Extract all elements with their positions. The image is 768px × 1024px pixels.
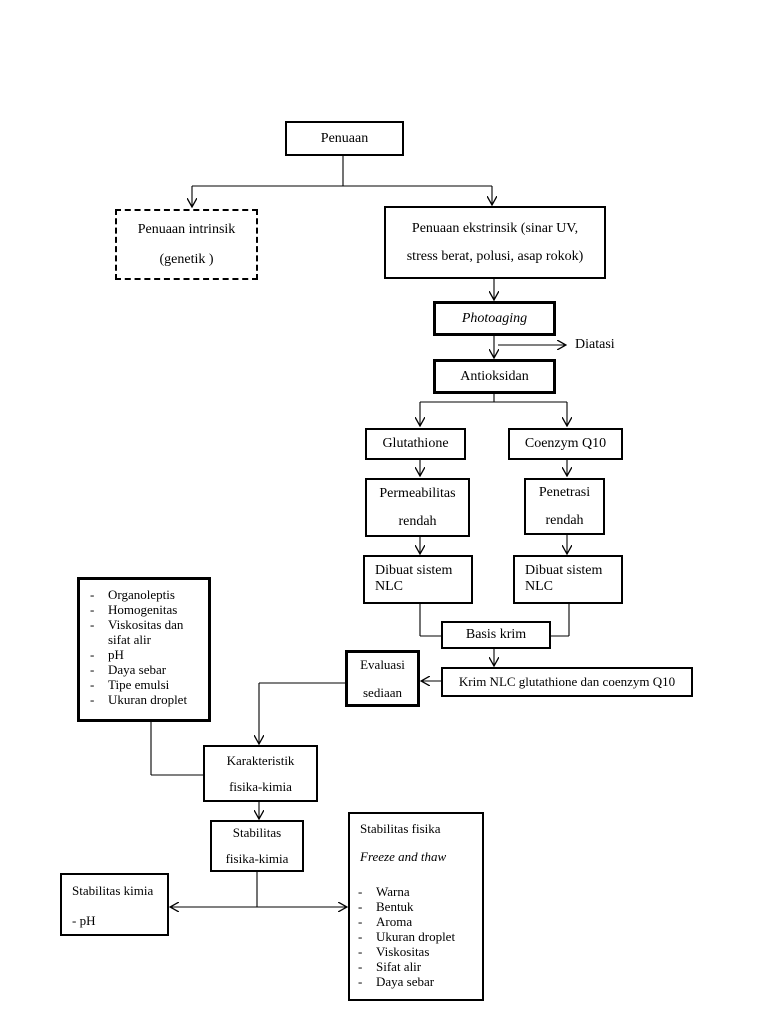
node-stabilitas-kimia-ph: - pH — [72, 913, 96, 928]
node-dibuat-nlc-left: Dibuat sistem NLC — [363, 555, 473, 604]
stabilitas-fisika-item: Viskositas — [350, 944, 478, 959]
node-ekstrinsik-line2: stress berat, polusi, asap rokok) — [406, 248, 584, 264]
node-coenzym-label: Coenzym Q10 — [524, 436, 607, 451]
stabilitas-fisika-item: Sifat alir — [350, 959, 478, 974]
node-penuaan-label: Penuaan — [320, 130, 369, 146]
node-stabilitas-kimia-title: Stabilitas kimia — [72, 883, 154, 898]
node-evaluasi-line1: Evaluasi — [360, 656, 405, 672]
node-glutathione-label: Glutathione — [382, 436, 449, 451]
stabilitas-fisika-item: Aroma — [350, 914, 478, 929]
node-karakteristik-line1: Karakteristik — [226, 752, 295, 768]
node-stabilitas-line1: Stabilitas — [232, 825, 282, 840]
stabilitas-fisika-item: Warna — [350, 884, 478, 899]
evaluasi-list: Organoleptis Homogenitas Viskositas dan … — [82, 587, 204, 707]
node-penuaan: Penuaan — [285, 121, 404, 156]
node-coenzym-q10: Coenzym Q10 — [508, 428, 623, 460]
node-basis-krim-label: Basis krim — [465, 627, 527, 642]
node-stabilitas-fisika: Stabilitas fisika Freeze and thaw Warna … — [348, 812, 484, 1001]
evaluasi-item: pH — [82, 647, 204, 662]
node-nlc-right-line1: Dibuat sistem — [525, 563, 603, 578]
node-photoaging: Photoaging — [433, 301, 556, 336]
node-penetrasi-line1: Penetrasi — [538, 484, 591, 500]
node-permeabilitas-line2: rendah — [398, 513, 437, 529]
node-evaluasi-sediaan: Evaluasi sediaan — [345, 650, 420, 707]
node-stabilitas-fisika-kimia: Stabilitas fisika-kimia — [210, 820, 304, 872]
node-stabilitas-line2: fisika-kimia — [225, 851, 289, 866]
node-photoaging-label: Photoaging — [461, 310, 528, 326]
evaluasi-item: Organoleptis — [82, 587, 204, 602]
evaluasi-item: Homogenitas — [82, 602, 204, 617]
node-stabilitas-fisika-method: Freeze and thaw — [360, 849, 447, 864]
node-penetrasi-rendah: Penetrasi rendah — [524, 478, 605, 535]
node-penetrasi-line2: rendah — [545, 512, 584, 528]
node-stabilitas-kimia: Stabilitas kimia - pH — [60, 873, 169, 936]
stabilitas-fisika-item: Ukuran droplet — [350, 929, 478, 944]
node-permeabilitas-line1: Permeabilitas — [379, 485, 456, 501]
label-diatasi: Diatasi — [575, 337, 615, 352]
node-karakteristik-fisika-kimia: Karakteristik fisika-kimia — [203, 745, 318, 802]
node-nlc-left-line1: Dibuat sistem — [375, 563, 453, 578]
node-penuaan-ekstrinsik: Penuaan ekstrinsik (sinar UV, stress ber… — [384, 206, 606, 279]
evaluasi-item: Viskositas dan sifat alir — [82, 617, 204, 647]
node-krim-nlc: Krim NLC glutathione dan coenzym Q10 — [441, 667, 693, 697]
node-karakteristik-line2: fisika-kimia — [229, 778, 292, 794]
node-stabilitas-fisika-title: Stabilitas fisika — [360, 821, 441, 836]
node-intrinsik-line2: (genetik ) — [159, 251, 214, 267]
node-antioksidan: Antioksidan — [433, 359, 556, 394]
stabilitas-fisika-item: Bentuk — [350, 899, 478, 914]
node-penuaan-intrinsik: Penuaan intrinsik (genetik ) — [115, 209, 258, 280]
node-antioksidan-label: Antioksidan — [460, 368, 529, 384]
evaluasi-item: Ukuran droplet — [82, 692, 204, 707]
node-intrinsik-line1: Penuaan intrinsik — [137, 221, 236, 237]
node-krim-nlc-label: Krim NLC glutathione dan coenzym Q10 — [458, 674, 676, 689]
node-ekstrinsik-line1: Penuaan ekstrinsik (sinar UV, — [411, 220, 579, 236]
node-permeabilitas-rendah: Permeabilitas rendah — [365, 478, 470, 537]
node-dibuat-nlc-right: Dibuat sistem NLC — [513, 555, 623, 604]
stabilitas-fisika-list: Warna Bentuk Aroma Ukuran droplet Viskos… — [350, 884, 478, 989]
evaluasi-item: Daya sebar — [82, 662, 204, 677]
evaluasi-item: Tipe emulsi — [82, 677, 204, 692]
node-evaluasi-line2: sediaan — [363, 684, 402, 700]
stabilitas-fisika-item: Daya sebar — [350, 974, 478, 989]
node-glutathione: Glutathione — [365, 428, 466, 460]
node-evaluasi-list: Organoleptis Homogenitas Viskositas dan … — [77, 577, 211, 722]
node-basis-krim: Basis krim — [441, 621, 551, 649]
node-nlc-right-line2: NLC — [525, 579, 553, 594]
node-nlc-left-line2: NLC — [375, 579, 403, 594]
